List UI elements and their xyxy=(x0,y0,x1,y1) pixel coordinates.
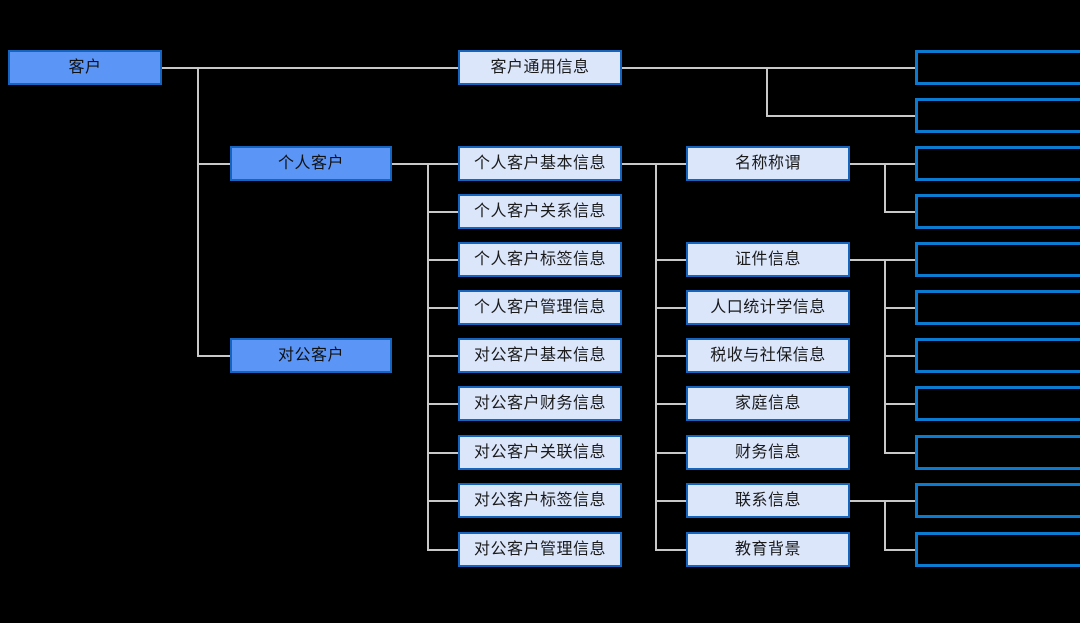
connector-contact-out xyxy=(850,500,886,502)
connector-stem-to-l3-5 xyxy=(655,403,687,405)
connector-stem-to-l2-1 xyxy=(427,163,459,165)
connector-common-to-leaf1 xyxy=(766,67,916,69)
node-corporate-manage-info[interactable]: 对公客户管理信息 xyxy=(458,532,622,567)
connector-stem-to-l2-2 xyxy=(427,211,459,213)
connector-common-out xyxy=(622,67,767,69)
connector-id-to-leaf8 xyxy=(884,403,916,405)
connector-stem-to-l2-6 xyxy=(427,403,459,405)
connector-stem-to-l2-9 xyxy=(427,549,459,551)
connector-stem-to-l2-4 xyxy=(427,307,459,309)
node-leaf-6[interactable] xyxy=(915,290,1080,325)
node-corporate-basic-info[interactable]: 对公客户基本信息 xyxy=(458,338,622,373)
connector-stem-to-l2-5 xyxy=(427,355,459,357)
node-corporate-customer[interactable]: 对公客户 xyxy=(230,338,392,373)
node-root-customer[interactable]: 客户 xyxy=(8,50,162,85)
node-leaf-4[interactable] xyxy=(915,194,1080,229)
connector-id-to-leaf9 xyxy=(884,452,916,454)
connector-stem-to-l2-8 xyxy=(427,500,459,502)
node-personal-tag-info[interactable]: 个人客户标签信息 xyxy=(458,242,622,277)
connector-stem-to-l3-4 xyxy=(655,355,687,357)
connector-id-to-leaf6 xyxy=(884,307,916,309)
connector-personal-out xyxy=(392,163,428,165)
connector-name-out xyxy=(850,163,886,165)
connector-id-to-leaf7 xyxy=(884,355,916,357)
connector-stem-to-l3-6 xyxy=(655,452,687,454)
connector-stem-to-l2-3 xyxy=(427,259,459,261)
node-finance-info[interactable]: 财务信息 xyxy=(686,435,850,470)
connector-stem-to-l3-8 xyxy=(655,549,687,551)
connector-common-stem xyxy=(766,67,768,117)
connector-stem-to-l3-2 xyxy=(655,259,687,261)
connector-name-stem xyxy=(884,163,886,211)
connector-root-out xyxy=(162,67,198,69)
node-leaf-2[interactable] xyxy=(915,98,1080,133)
node-id-info[interactable]: 证件信息 xyxy=(686,242,850,277)
node-leaf-10[interactable] xyxy=(915,483,1080,518)
connector-root-to-common xyxy=(197,67,459,69)
connector-stem-to-l2-7 xyxy=(427,452,459,454)
node-leaf-3[interactable] xyxy=(915,146,1080,181)
node-leaf-1[interactable] xyxy=(915,50,1080,85)
node-personal-manage-info[interactable]: 个人客户管理信息 xyxy=(458,290,622,325)
node-common-info[interactable]: 客户通用信息 xyxy=(458,50,622,85)
connector-common-to-leaf2 xyxy=(766,115,916,117)
connector-root-to-corporate xyxy=(197,355,231,357)
node-leaf-5[interactable] xyxy=(915,242,1080,277)
node-tax-social-info[interactable]: 税收与社保信息 xyxy=(686,338,850,373)
node-corporate-tag-info[interactable]: 对公客户标签信息 xyxy=(458,483,622,518)
connector-contact-to-leaf10 xyxy=(884,500,916,502)
connector-root-to-personal xyxy=(197,163,231,165)
connector-id-to-leaf5 xyxy=(884,259,916,261)
connector-stem-to-l3-7 xyxy=(655,500,687,502)
node-leaf-11[interactable] xyxy=(915,532,1080,567)
connector-contact-stem xyxy=(884,500,886,549)
node-leaf-9[interactable] xyxy=(915,435,1080,470)
node-leaf-8[interactable] xyxy=(915,386,1080,421)
connector-pbasic-out xyxy=(622,163,657,165)
connector-contact-to-leaf11 xyxy=(884,549,916,551)
node-name-title[interactable]: 名称称谓 xyxy=(686,146,850,181)
connector-stem-to-l3-3 xyxy=(655,307,687,309)
node-personal-customer[interactable]: 个人客户 xyxy=(230,146,392,181)
node-personal-basic-info[interactable]: 个人客户基本信息 xyxy=(458,146,622,181)
node-demographics-info[interactable]: 人口统计学信息 xyxy=(686,290,850,325)
connector-id-out xyxy=(850,259,886,261)
connector-name-to-leaf3 xyxy=(884,163,916,165)
connector-name-to-leaf4 xyxy=(884,211,916,213)
connector-stem-to-l3-1 xyxy=(655,163,687,165)
node-education-background[interactable]: 教育背景 xyxy=(686,532,850,567)
connector-root-stem xyxy=(197,67,199,357)
node-leaf-7[interactable] xyxy=(915,338,1080,373)
node-corporate-relation-info[interactable]: 对公客户关联信息 xyxy=(458,435,622,470)
node-personal-relation-info[interactable]: 个人客户关系信息 xyxy=(458,194,622,229)
node-family-info[interactable]: 家庭信息 xyxy=(686,386,850,421)
node-contact-info[interactable]: 联系信息 xyxy=(686,483,850,518)
node-corporate-finance-info[interactable]: 对公客户财务信息 xyxy=(458,386,622,421)
